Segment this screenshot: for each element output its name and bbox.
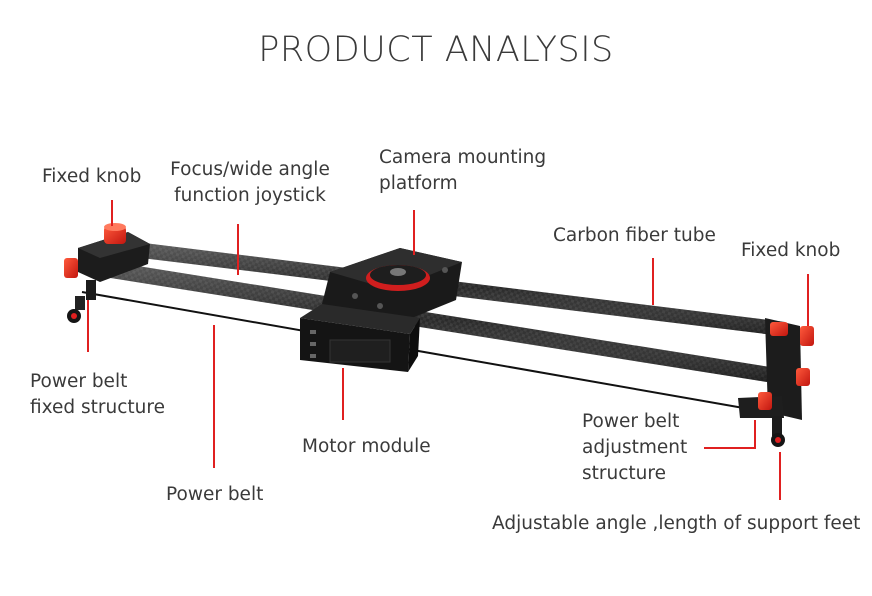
carbon-tube-front xyxy=(85,258,770,382)
right-side-knob xyxy=(770,322,788,336)
label-fixed-knob-right: Fixed knob xyxy=(741,240,841,261)
fixed-knob-right xyxy=(800,326,814,346)
power-belt-line xyxy=(81,291,756,411)
fixed-knob-left xyxy=(104,223,126,244)
callout-power-belt-adjust xyxy=(704,420,756,449)
label-power-belt-adjust: Power belt adjustment structure xyxy=(582,411,688,484)
label-power-belt: Power belt xyxy=(166,484,264,505)
label-fixed-knob-left: Fixed knob xyxy=(42,166,142,187)
right-support-foot xyxy=(771,433,785,447)
motor-module xyxy=(300,304,420,372)
camera-platform xyxy=(322,248,462,326)
label-motor-module: Motor module xyxy=(302,436,431,457)
left-support-foot xyxy=(67,296,85,323)
left-end-bracket xyxy=(78,232,150,300)
label-joystick: Focus/wide angle function joystick xyxy=(170,159,330,206)
left-side-knob xyxy=(64,258,78,278)
page-title: PRODUCT ANALYSIS xyxy=(258,30,614,70)
label-power-belt-fixed: Power belt fixed structure xyxy=(30,371,165,418)
label-camera-platform: Camera mounting platform xyxy=(379,147,547,194)
label-support-feet: Adjustable angle ,length of support feet xyxy=(492,513,861,534)
callout-lines xyxy=(87,200,809,500)
belt-adjust-knob xyxy=(758,392,772,410)
right-mid-knob xyxy=(796,368,810,386)
label-carbon-tube: Carbon fiber tube xyxy=(553,225,716,246)
